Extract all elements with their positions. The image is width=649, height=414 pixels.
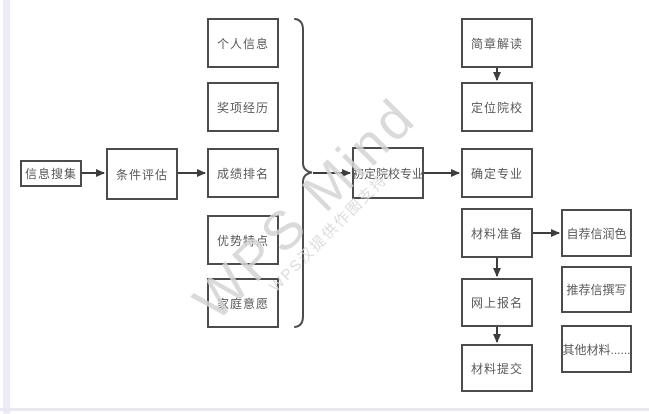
node-personal-info[interactable]: 个人信息 — [207, 18, 279, 68]
node-material-prep[interactable]: 材料准备 — [461, 208, 533, 258]
node-condition-eval[interactable]: 条件评估 — [106, 148, 178, 200]
node-material-submission[interactable]: 材料提交 — [461, 344, 533, 392]
node-advantage-traits[interactable]: 优势特点 — [207, 215, 279, 265]
window-bottom-edge — [0, 408, 649, 411]
node-confirm-major[interactable]: 确定专业 — [461, 148, 533, 198]
node-award-experience[interactable]: 奖项经历 — [207, 82, 279, 132]
node-other-materials[interactable]: 其他材料...... — [561, 325, 632, 373]
node-online-registration[interactable]: 网上报名 — [461, 278, 533, 327]
node-rec-letter-writing[interactable]: 推荐信撰写 — [561, 266, 632, 313]
node-info-collect[interactable]: 信息搜集 — [20, 160, 82, 187]
node-self-letter-polish[interactable]: 自荐信润色 — [561, 209, 632, 257]
curly-brace — [294, 18, 313, 328]
node-brochure-reading[interactable]: 简章解读 — [461, 18, 533, 68]
node-family-wishes[interactable]: 家庭意愿 — [207, 278, 279, 328]
window-left-strip — [3, 0, 10, 414]
node-locate-schools[interactable]: 定位院校 — [461, 82, 533, 132]
node-initial-school-major[interactable]: 初定院校专业 — [352, 147, 424, 199]
node-score-ranking[interactable]: 成绩排名 — [207, 148, 279, 198]
